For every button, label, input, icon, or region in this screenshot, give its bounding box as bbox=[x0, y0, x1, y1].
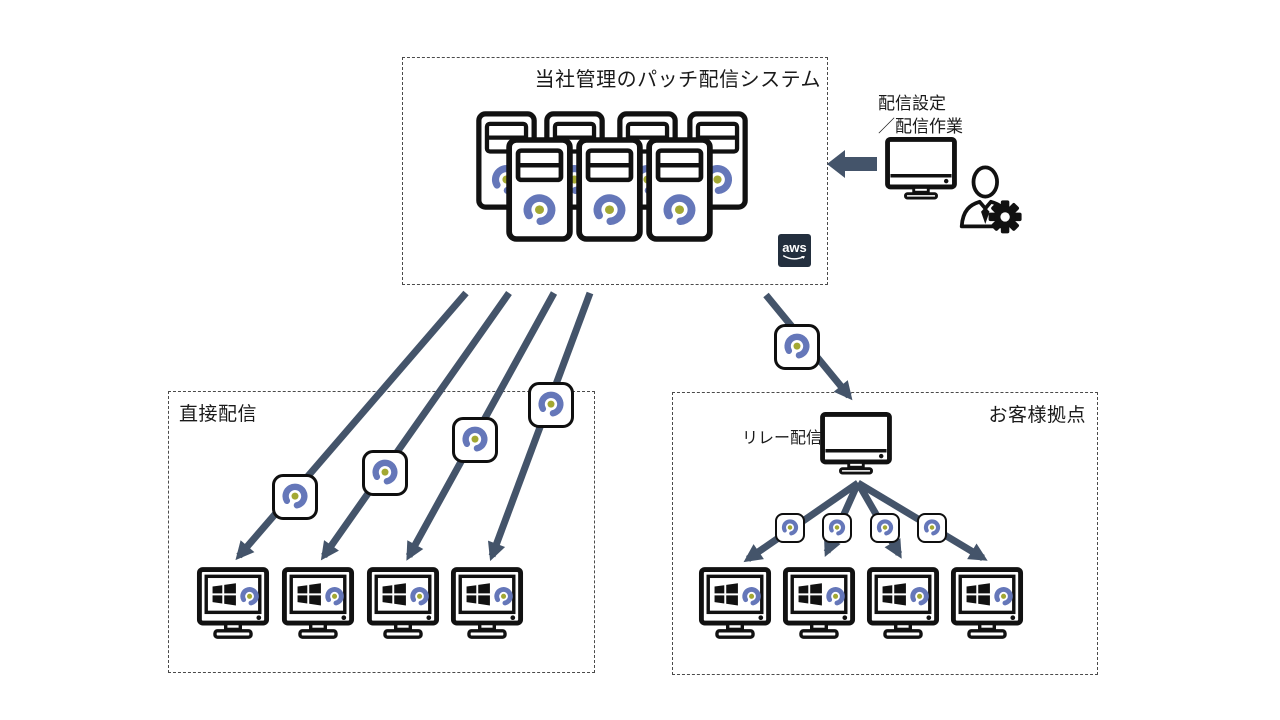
windows-logo-icon bbox=[382, 583, 406, 606]
patch-logo-icon bbox=[923, 519, 941, 536]
relay-caption: リレー配信 bbox=[742, 430, 823, 447]
direct-pc bbox=[196, 566, 270, 648]
patch-chip bbox=[452, 417, 498, 463]
server-tower-icon bbox=[646, 137, 713, 242]
patch-logo-icon bbox=[538, 391, 564, 417]
windows-pc-icon bbox=[450, 567, 524, 639]
relay-pc bbox=[698, 566, 772, 648]
patch-logo-icon bbox=[781, 519, 799, 536]
windows-pc-icon bbox=[698, 567, 772, 639]
customer-box-title: お客様拠点 bbox=[988, 405, 1086, 426]
patch-logo-icon bbox=[828, 519, 846, 536]
server bbox=[576, 137, 643, 242]
customer-site-box: お客様拠点 bbox=[672, 392, 1098, 675]
windows-pc-icon bbox=[281, 567, 355, 639]
patch-chip bbox=[272, 474, 318, 520]
windows-pc-icon bbox=[950, 567, 1024, 639]
operator-monitor bbox=[884, 136, 958, 200]
windows-logo-icon bbox=[882, 583, 906, 606]
direct-box-title: 直接配信 bbox=[179, 404, 258, 425]
patch-logo-icon bbox=[876, 519, 894, 536]
relay-pc bbox=[782, 566, 856, 648]
relay-pc bbox=[866, 566, 940, 648]
system-box-title: 当社管理のパッチ配信システム bbox=[534, 69, 821, 91]
patch-logo-icon bbox=[462, 426, 488, 452]
windows-logo-icon bbox=[466, 583, 490, 606]
windows-pc-icon bbox=[866, 567, 940, 639]
patch-logo-icon bbox=[372, 459, 398, 485]
server bbox=[506, 137, 573, 242]
operator bbox=[957, 164, 1023, 234]
patch-chip-small bbox=[775, 513, 805, 543]
patch-chip-small bbox=[870, 513, 900, 543]
direct-pc bbox=[450, 566, 524, 648]
windows-logo-icon bbox=[714, 583, 738, 606]
windows-pc-icon bbox=[782, 567, 856, 639]
operator-caption: 配信設定 ／配信作業 bbox=[878, 94, 963, 136]
patch-chip bbox=[362, 450, 408, 496]
windows-pc-icon bbox=[196, 567, 270, 639]
server-tower-icon bbox=[576, 137, 643, 242]
windows-logo-icon bbox=[966, 583, 990, 606]
server bbox=[646, 137, 713, 242]
monitor-icon bbox=[885, 136, 957, 200]
windows-logo-icon bbox=[297, 583, 321, 606]
patch-logo-icon bbox=[784, 333, 810, 359]
person-gear-icon bbox=[959, 165, 1022, 234]
direct-pc bbox=[281, 566, 355, 648]
patch-chip bbox=[774, 324, 820, 370]
operator-input-arrow bbox=[827, 150, 877, 178]
aws-logo: aws bbox=[778, 234, 811, 267]
relay-server-monitor bbox=[819, 411, 893, 475]
gear-icon bbox=[988, 200, 1022, 234]
aws-smile-icon bbox=[782, 254, 805, 260]
windows-logo-icon bbox=[212, 583, 236, 606]
monitor-icon bbox=[820, 411, 892, 475]
relay-pc bbox=[950, 566, 1024, 648]
aws-logo-text: aws bbox=[782, 239, 807, 255]
patch-chip-small bbox=[917, 513, 947, 543]
patch-chip-small bbox=[822, 513, 852, 543]
patch-chip bbox=[528, 382, 574, 428]
windows-pc-icon bbox=[366, 567, 440, 639]
windows-logo-icon bbox=[798, 583, 822, 606]
patch-logo-icon bbox=[282, 483, 308, 509]
direct-pc bbox=[366, 566, 440, 648]
server-tower-icon bbox=[506, 137, 573, 242]
